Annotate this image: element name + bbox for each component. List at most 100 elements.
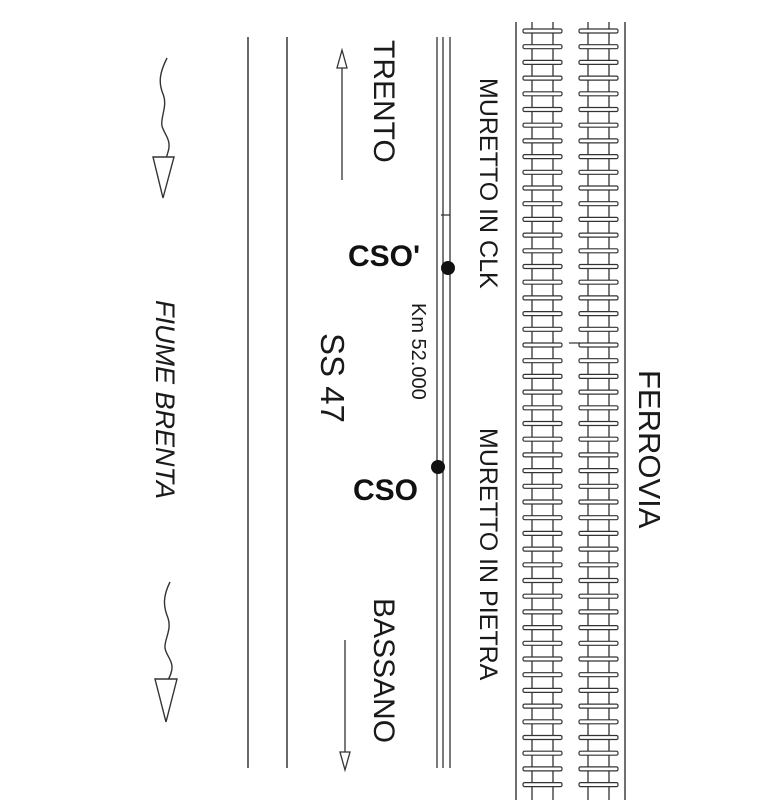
survey-point-cso-prime-label: CSO' bbox=[348, 240, 421, 273]
railway-sleeper bbox=[578, 373, 619, 379]
direction-arrow-bassano bbox=[339, 640, 351, 773]
railway-sleeper bbox=[522, 216, 563, 222]
railway-sleeper bbox=[578, 468, 619, 474]
wall-stone-label: MURETTO IN PIETRA bbox=[474, 428, 502, 681]
railway-sleeper bbox=[522, 358, 563, 364]
railway-sleeper bbox=[522, 342, 563, 348]
railway-sleeper bbox=[578, 185, 619, 191]
railway-sleeper bbox=[578, 750, 619, 756]
railway-sleeper bbox=[522, 154, 563, 160]
railway-sleeper bbox=[578, 452, 619, 458]
wavy-line bbox=[163, 581, 173, 682]
railway-sleeper bbox=[578, 91, 619, 97]
river-bank-lines bbox=[247, 37, 288, 768]
railway-sleeper bbox=[522, 562, 563, 568]
railway-sleeper bbox=[578, 781, 619, 788]
railway-sleeper bbox=[522, 734, 563, 741]
railway-sleeper bbox=[578, 483, 619, 489]
railway-sleeper bbox=[522, 138, 563, 144]
survey-points bbox=[431, 261, 455, 474]
railway-sleeper bbox=[578, 169, 619, 175]
river-name-label: FIUME BRENTA bbox=[150, 300, 180, 500]
railway-sleeper bbox=[522, 248, 563, 254]
railway-sleeper bbox=[578, 358, 619, 364]
railway-sleeper bbox=[578, 342, 619, 348]
wall-concrete-segment bbox=[441, 214, 451, 768]
arrow-up-icon bbox=[336, 47, 348, 69]
road-name-label: SS 47 bbox=[314, 333, 351, 423]
railway-sleeper bbox=[522, 624, 563, 631]
direction-arrow-trento bbox=[336, 47, 348, 180]
railway-sleeper bbox=[578, 420, 619, 427]
railway-sleeper bbox=[578, 436, 619, 442]
railway-sleeper bbox=[522, 766, 563, 772]
railway-sleeper bbox=[578, 687, 619, 694]
railway-sleeper bbox=[522, 122, 563, 128]
railway-sleeper bbox=[578, 562, 619, 568]
railway-sleeper bbox=[578, 515, 619, 521]
railway-sleeper bbox=[522, 546, 563, 552]
railway-sleeper bbox=[522, 75, 563, 81]
railway-sleeper bbox=[578, 405, 619, 411]
railway-sleeper bbox=[522, 468, 563, 474]
railway-sleeper bbox=[522, 672, 563, 678]
direction-trento-label: TRENTO bbox=[367, 40, 400, 163]
railway-sleeper bbox=[522, 232, 563, 238]
railway-sleeper bbox=[522, 499, 563, 505]
railway-sleeper bbox=[578, 530, 619, 537]
railway-sleeper bbox=[578, 499, 619, 505]
railway-sleeper bbox=[578, 609, 619, 615]
railway bbox=[515, 22, 626, 800]
railway-sleeper bbox=[578, 734, 619, 741]
kilometer-marker-label: Km 52.000 bbox=[407, 303, 429, 400]
railway-sleeper bbox=[522, 530, 563, 537]
railway-sleeper bbox=[522, 483, 563, 489]
direction-bassano-label: BASSANO bbox=[367, 598, 400, 744]
survey-point-cso-icon[interactable] bbox=[431, 460, 445, 474]
railway-sleeper bbox=[522, 719, 563, 725]
railway-sleeper bbox=[578, 295, 619, 301]
railway-sleeper bbox=[578, 44, 619, 50]
railway-sleeper bbox=[522, 640, 563, 646]
railway-sleeper bbox=[522, 577, 563, 584]
railway-sleeper bbox=[522, 515, 563, 521]
railway-sleeper bbox=[578, 546, 619, 552]
railway-sleeper bbox=[578, 28, 619, 34]
survey-point-cso-label: CSO bbox=[353, 474, 419, 507]
railway-sleeper bbox=[578, 216, 619, 222]
railway-sleeper bbox=[522, 750, 563, 756]
railway-sleeper bbox=[522, 656, 563, 662]
triangle-arrowhead-icon bbox=[152, 156, 175, 199]
railway-sleeper bbox=[522, 91, 563, 97]
railway-sleeper bbox=[522, 781, 563, 788]
railway-sleeper bbox=[578, 766, 619, 772]
river-flow-arrow-top bbox=[152, 57, 175, 199]
railway-sleeper bbox=[578, 106, 619, 113]
railway-sleeper bbox=[578, 263, 619, 270]
railway-sleeper bbox=[578, 389, 619, 395]
railway-label: FERROVIA bbox=[632, 370, 667, 529]
track-sleepers bbox=[522, 28, 619, 788]
river-flow-arrow-bottom bbox=[154, 581, 178, 723]
railway-sleeper bbox=[578, 326, 619, 332]
railway-sleeper bbox=[578, 59, 619, 66]
railway-sleeper bbox=[578, 248, 619, 254]
railway-sleeper bbox=[522, 279, 563, 285]
railway-sleeper bbox=[522, 452, 563, 458]
survey-point-cso-prime-icon[interactable] bbox=[441, 261, 455, 275]
railway-sleeper bbox=[578, 719, 619, 725]
railway-sleeper bbox=[522, 420, 563, 427]
railway-sleeper bbox=[522, 185, 563, 191]
railway-sleeper bbox=[578, 577, 619, 584]
railway-sleeper bbox=[522, 263, 563, 270]
railway-sleeper bbox=[578, 640, 619, 646]
railway-sleeper bbox=[522, 295, 563, 301]
railway-sleeper bbox=[578, 656, 619, 662]
retaining-wall bbox=[436, 37, 451, 768]
railway-sleeper bbox=[522, 703, 563, 709]
railway-sleeper bbox=[578, 232, 619, 238]
railway-sleeper bbox=[522, 28, 563, 34]
railway-sleeper bbox=[578, 154, 619, 160]
railway-sleeper bbox=[578, 703, 619, 709]
